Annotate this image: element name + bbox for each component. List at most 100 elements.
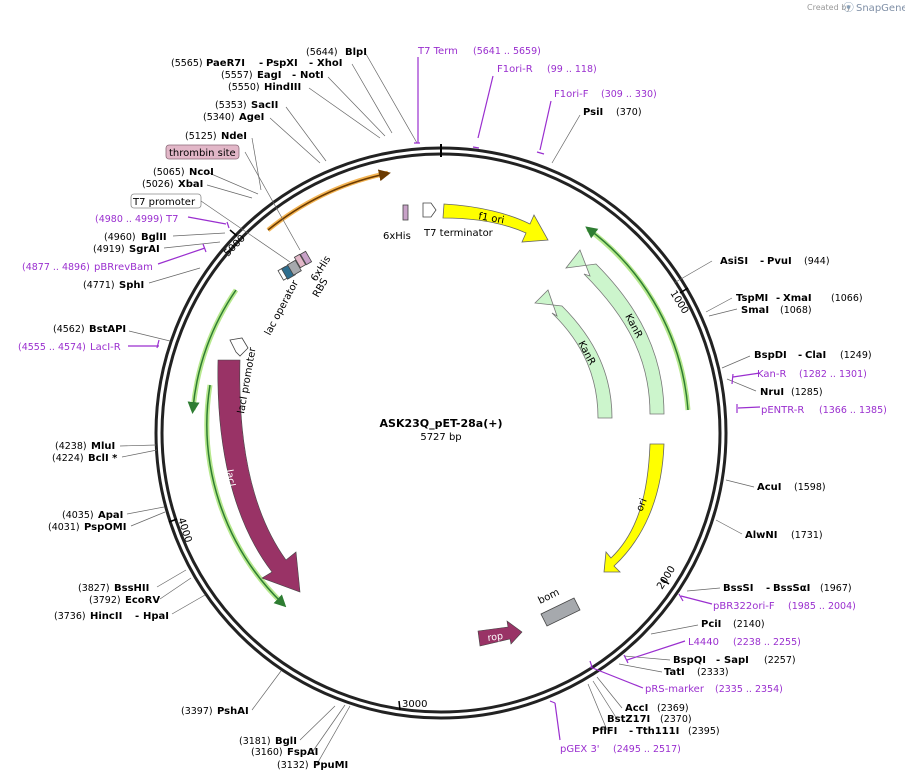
- enzyme-name-paer7i[interactable]: PaeR7I: [206, 58, 245, 69]
- primer-name-laci-r[interactable]: LacI-R: [90, 342, 121, 353]
- enzyme-name-alwni[interactable]: AlwNI: [745, 530, 778, 541]
- enzyme-name-mlui[interactable]: MluI: [91, 441, 115, 452]
- enzyme-name-bstz17i[interactable]: BstZ17I: [607, 714, 650, 725]
- enzyme-name-hpai[interactable]: HpaI: [143, 611, 169, 622]
- enzyme-name-xhoi[interactable]: XhoI: [317, 58, 342, 69]
- enzyme-name-tth111i[interactable]: Tth111I: [636, 726, 679, 737]
- primer-name-f1ori-r[interactable]: F1ori-R: [497, 64, 533, 75]
- enzyme-name-xmai[interactable]: XmaI: [783, 293, 812, 304]
- primer-name-t7term[interactable]: T7 Term: [417, 46, 458, 57]
- primer-name-pbrrevbam[interactable]: pBRrevBam: [94, 262, 153, 273]
- enzyme-name-pspomi[interactable]: PspOMI: [84, 522, 126, 533]
- enzyme-name-psii[interactable]: PsiI: [583, 107, 603, 118]
- primer-range-t7term: (5641 .. 5659): [473, 46, 541, 57]
- enzyme-name-acci[interactable]: AccI: [625, 703, 648, 714]
- tick-mark-1000: [679, 287, 689, 294]
- enzyme-labels-left: (5644) BlpI (5565) PaeR7I - PspXI - XhoI…: [48, 47, 367, 771]
- enzyme-name-acui[interactable]: AcuI: [757, 482, 782, 493]
- enzyme-name-ncoi[interactable]: NcoI: [189, 167, 214, 178]
- thrombin-site-box: [165, 144, 240, 160]
- leader-blpi: [365, 53, 418, 144]
- enzyme-name-sgrai[interactable]: SgrAI: [129, 244, 160, 255]
- enzyme-name-smai[interactable]: SmaI: [741, 305, 769, 316]
- laci-orf-arrow: [206, 384, 287, 608]
- primer-range-f1ori-r: (99 .. 118): [547, 64, 597, 75]
- enzyme-name-ndei[interactable]: NdeI: [221, 131, 247, 142]
- enzyme-name-bcli[interactable]: BclI *: [88, 453, 118, 464]
- enzyme-name-apai[interactable]: ApaI: [98, 510, 123, 521]
- enzyme-name-pspxi[interactable]: PspXI: [266, 58, 298, 69]
- enzyme-name-tspmi[interactable]: TspMI: [736, 293, 768, 304]
- enzyme-name-xbai[interactable]: XbaI: [178, 179, 203, 190]
- enzyme-name-clai[interactable]: ClaI: [805, 350, 826, 361]
- primer-name-l4440[interactable]: L4440: [688, 637, 719, 648]
- enzyme-name-pshai[interactable]: PshAI: [217, 706, 249, 717]
- leader-noti: [327, 76, 386, 137]
- enzyme-name-pvui[interactable]: PvuI: [767, 256, 792, 267]
- enzyme-name-bsshii[interactable]: BssHII: [114, 583, 149, 594]
- leader-bsshii: [156, 569, 187, 588]
- enzyme-name-noti[interactable]: NotI: [300, 70, 324, 81]
- enzyme-name-sapi[interactable]: SapI: [724, 655, 749, 666]
- primer-range-t7: (4980 .. 4999): [95, 214, 163, 225]
- leader-smai: [708, 308, 738, 317]
- enzyme-name-fspai[interactable]: FspAI: [287, 747, 318, 758]
- enzyme-name-pflfi[interactable]: PflFI: [592, 726, 617, 737]
- enzyme-pos-sacii: (5353): [215, 100, 247, 111]
- enzyme-name-blpi[interactable]: BlpI: [345, 47, 367, 58]
- enzyme-name-hindiii[interactable]: HindIII: [264, 82, 301, 93]
- leader-bcli: [121, 449, 158, 458]
- enzyme-name-hincii[interactable]: HincII: [90, 611, 122, 622]
- plasmid-length: 5727 bp: [420, 432, 461, 443]
- enzyme-name-pcii[interactable]: PciI: [701, 619, 721, 630]
- leader-agei: [269, 117, 321, 164]
- tick-mark-3000: [398, 700, 401, 711]
- enzyme-name-asisi[interactable]: AsiSI: [720, 256, 748, 267]
- primer-name-prs-marker[interactable]: pRS-marker: [645, 684, 705, 695]
- enzyme-name-bspqi[interactable]: BspQI: [673, 655, 706, 666]
- enzyme-name-bsssi[interactable]: BssSI: [723, 583, 753, 594]
- enzyme-name-tati[interactable]: TatI: [664, 667, 685, 678]
- enzyme-pos-bglii: (4960): [104, 232, 136, 243]
- leader-ndei: [251, 137, 262, 191]
- primer-name-kan-r[interactable]: Kan-R: [757, 369, 786, 380]
- primer-range-laci-r: (4555 .. 4574): [18, 342, 86, 353]
- primer-lines: [128, 57, 761, 741]
- enzyme-name-agei[interactable]: AgeI: [239, 112, 264, 123]
- ori-feature: [603, 443, 665, 573]
- enzyme-name-bspdi[interactable]: BspDI: [754, 350, 787, 361]
- lac-operator-label: lac operator: [263, 278, 302, 337]
- enzyme-name-ecorv[interactable]: EcoRV: [125, 595, 160, 606]
- enzyme-pos-bsshii: (3827): [78, 583, 110, 594]
- enzyme-name-bglii[interactable]: BglII: [141, 232, 167, 243]
- enzyme-name-eagi[interactable]: EagI: [257, 70, 281, 81]
- enzyme-name-sacii[interactable]: SacII: [251, 100, 278, 111]
- leader-ecorv: [159, 577, 192, 600]
- enzyme-sep-xmai: -: [776, 293, 780, 304]
- leader-acui: [725, 479, 755, 488]
- enzyme-name-nrui[interactable]: NruI: [760, 387, 784, 398]
- enzyme-name-sphi[interactable]: SphI: [119, 280, 144, 291]
- enzyme-pos-apai: (4035): [62, 510, 94, 521]
- primer-name-pentr-r[interactable]: pENTR-R: [761, 405, 804, 416]
- leader-xhoi: [351, 63, 393, 134]
- primer-marker-kan-r: [731, 372, 761, 385]
- leader-pvui: [673, 260, 713, 284]
- enzyme-name-bstapi[interactable]: BstAPI: [89, 324, 126, 335]
- primer-name-t7[interactable]: T7: [165, 214, 178, 225]
- primer-name-f1ori-f[interactable]: F1ori-F: [554, 89, 589, 100]
- laci-label: lacI: [223, 469, 237, 488]
- primer-name-pgex3[interactable]: pGEX 3': [560, 744, 600, 755]
- enzyme-pos-paer7i: (5565): [171, 58, 203, 69]
- thrombin-site-label: thrombin site: [169, 148, 236, 159]
- enzyme-name-bsssai[interactable]: BssSαI: [773, 583, 810, 594]
- enzyme-pos-sphi: (4771): [83, 280, 115, 291]
- enzyme-name-bgli[interactable]: BglI: [275, 736, 297, 747]
- primer-marker-pbr322ori-f: [678, 593, 713, 605]
- primer-marker-l4440: [623, 640, 686, 664]
- primer-name-pbr322ori-f[interactable]: pBR322ori-F: [713, 601, 775, 612]
- enzyme-sep-pvui: -: [760, 256, 764, 267]
- enzyme-name-ppumi[interactable]: PpuMI: [313, 760, 348, 771]
- leader-sapi: [623, 655, 671, 661]
